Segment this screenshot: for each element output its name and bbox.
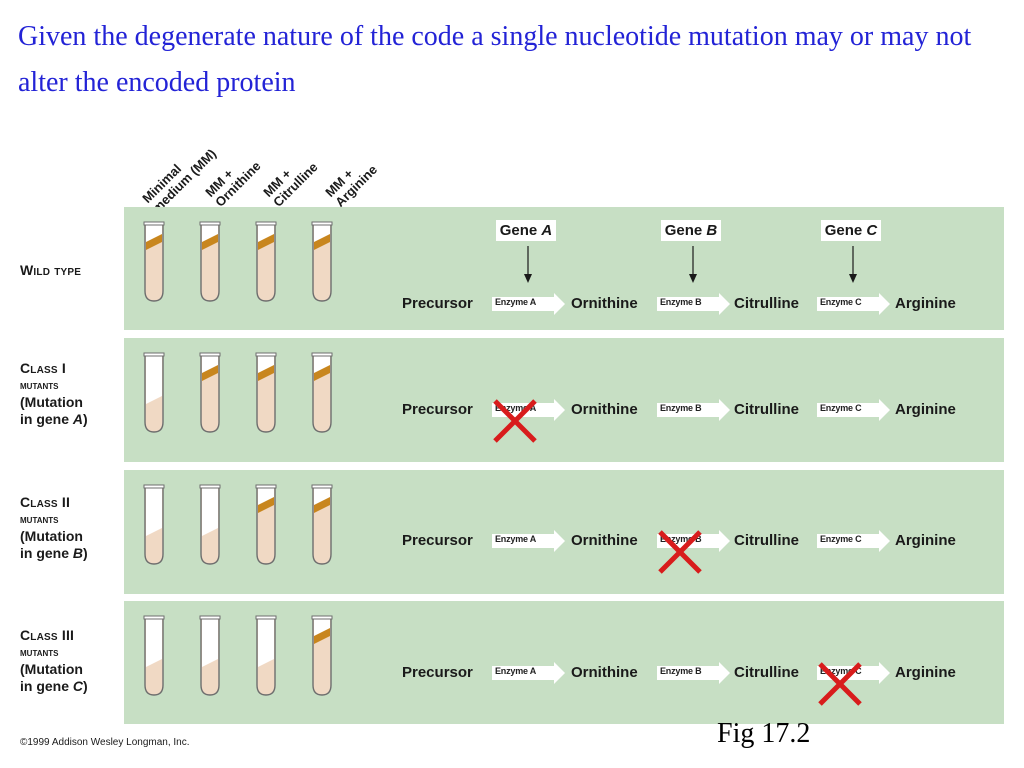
- row-label-wild-type: Wild type: [20, 262, 81, 279]
- enzyme-label: Enzyme C: [820, 403, 862, 413]
- row-class-name: Class III: [20, 627, 75, 643]
- pathway-row: Precursor Enzyme A Ornithine Enzyme B Citrul…: [402, 529, 972, 574]
- test-tube: [255, 615, 277, 696]
- gene-label: Gene A: [488, 220, 564, 283]
- pathway-compound-arginine: Arginine: [895, 295, 956, 312]
- pathway-row: Precursor Enzyme A Ornithine Enzyme B Citrul…: [402, 398, 972, 443]
- copyright-notice: ©1999 Addison Wesley Longman, Inc.: [20, 737, 190, 748]
- pathway-compound-citrulline: Citrulline: [734, 295, 800, 312]
- enzyme-arrow: Enzyme C: [817, 661, 891, 706]
- pathway-compound-precursor: Precursor: [402, 401, 473, 418]
- pathway-row: Precursor Enzyme A Ornithine Enzyme B Citrul…: [402, 292, 972, 316]
- enzyme-arrow: Enzyme B: [657, 661, 731, 685]
- enzyme-label: Enzyme A: [495, 534, 537, 544]
- gene-label: Gene C: [813, 220, 889, 283]
- row-description: (Mutation: [20, 528, 83, 544]
- pathway-compound-citrulline: Citrulline: [734, 664, 800, 681]
- enzyme-label: Enzyme B: [660, 403, 702, 413]
- row-description: (Mutation: [20, 661, 83, 677]
- pathway-compound-ornithine: Ornithine: [571, 295, 638, 312]
- row-gene-letter: C: [72, 678, 84, 694]
- figure-label: Fig 17.2: [717, 718, 811, 749]
- pathway-compound-ornithine: Ornithine: [571, 664, 638, 681]
- test-tube: [255, 221, 277, 302]
- enzyme-label: Enzyme A: [495, 666, 537, 676]
- row-class-name: Wild type: [20, 262, 82, 278]
- row-description: in gene: [20, 545, 73, 561]
- row-mutants-label: mutants: [20, 378, 59, 392]
- test-tube: [311, 484, 333, 565]
- pathway-compound-arginine: Arginine: [895, 664, 956, 681]
- enzyme-label: Enzyme A: [495, 297, 537, 307]
- test-tube: [143, 221, 165, 302]
- column-header-minimal-medium: Minimal medium (MM): [139, 137, 219, 216]
- test-tube: [255, 484, 277, 565]
- row-gene-letter: A: [72, 411, 84, 427]
- pathway-compound-ornithine: Ornithine: [571, 532, 638, 549]
- pathway-compound-citrulline: Citrulline: [734, 532, 800, 549]
- column-header-citrulline: MM + Citrulline: [260, 150, 320, 209]
- enzyme-label: Enzyme B: [660, 534, 702, 544]
- gene-label: Gene B: [653, 220, 729, 283]
- row-description: (Mutation: [20, 394, 83, 410]
- pathway-compound-ornithine: Ornithine: [571, 401, 638, 418]
- enzyme-arrow: Enzyme C: [817, 398, 891, 422]
- enzyme-label: Enzyme A: [495, 403, 537, 413]
- down-arrow-icon: [849, 246, 857, 283]
- row-label-class-3: Class III mutants (Mutation in gene C): [20, 627, 88, 694]
- row-label-class-1: Class I mutants (Mutation in gene A): [20, 360, 88, 427]
- gene-name: Gene A: [495, 220, 557, 241]
- pathway-row: Precursor Enzyme A Ornithine Enzyme B Citrul…: [402, 661, 972, 706]
- row-class-name: Class II: [20, 494, 71, 510]
- test-tube: [143, 352, 165, 433]
- enzyme-label: Enzyme C: [820, 297, 862, 307]
- row-mutants-label: mutants: [20, 512, 59, 526]
- enzyme-arrow: Enzyme B: [657, 292, 731, 316]
- enzyme-label: Enzyme B: [660, 666, 702, 676]
- pathway-compound-citrulline: Citrulline: [734, 401, 800, 418]
- enzyme-arrow: Enzyme C: [817, 292, 891, 316]
- row-description: in gene: [20, 411, 73, 427]
- test-tube: [199, 484, 221, 565]
- test-tube: [199, 615, 221, 696]
- enzyme-arrow: Enzyme B: [657, 398, 731, 422]
- gene-name: Gene B: [660, 220, 722, 241]
- slide-title: Given the degenerate nature of the code …: [18, 21, 972, 98]
- test-tube: [199, 352, 221, 433]
- enzyme-arrow: Enzyme A: [492, 292, 566, 316]
- blocked-cross-icon: [818, 662, 862, 706]
- pathway-compound-precursor: Precursor: [402, 664, 473, 681]
- enzyme-label: Enzyme C: [820, 666, 862, 676]
- pathway-compound-precursor: Precursor: [402, 532, 473, 549]
- test-tube: [143, 484, 165, 565]
- test-tube: [311, 221, 333, 302]
- test-tube: [199, 221, 221, 302]
- enzyme-arrow: Enzyme A: [492, 398, 566, 443]
- test-tube: [311, 352, 333, 433]
- down-arrow-icon: [524, 246, 532, 283]
- enzyme-arrow: Enzyme B: [657, 529, 731, 574]
- enzyme-arrow: Enzyme C: [817, 529, 891, 553]
- blocked-cross-icon: [493, 399, 537, 443]
- row-label-class-2: Class II mutants (Mutation in gene B): [20, 494, 88, 561]
- gene-name: Gene C: [820, 220, 882, 241]
- pathway-compound-arginine: Arginine: [895, 532, 956, 549]
- pathway-compound-precursor: Precursor: [402, 295, 473, 312]
- blocked-cross-icon: [658, 530, 702, 574]
- row-gene-letter: B: [72, 545, 84, 561]
- pathway-compound-arginine: Arginine: [895, 401, 956, 418]
- test-tube: [255, 352, 277, 433]
- row-class-name: Class I: [20, 360, 66, 376]
- enzyme-arrow: Enzyme A: [492, 661, 566, 685]
- row-mutants-label: mutants: [20, 645, 59, 659]
- down-arrow-icon: [689, 246, 697, 283]
- column-header-arginine: MM + Arginine: [322, 153, 380, 210]
- row-description: in gene: [20, 678, 73, 694]
- enzyme-label: Enzyme C: [820, 534, 862, 544]
- test-tube: [311, 615, 333, 696]
- test-tube: [143, 615, 165, 696]
- enzyme-arrow: Enzyme A: [492, 529, 566, 553]
- enzyme-label: Enzyme B: [660, 297, 702, 307]
